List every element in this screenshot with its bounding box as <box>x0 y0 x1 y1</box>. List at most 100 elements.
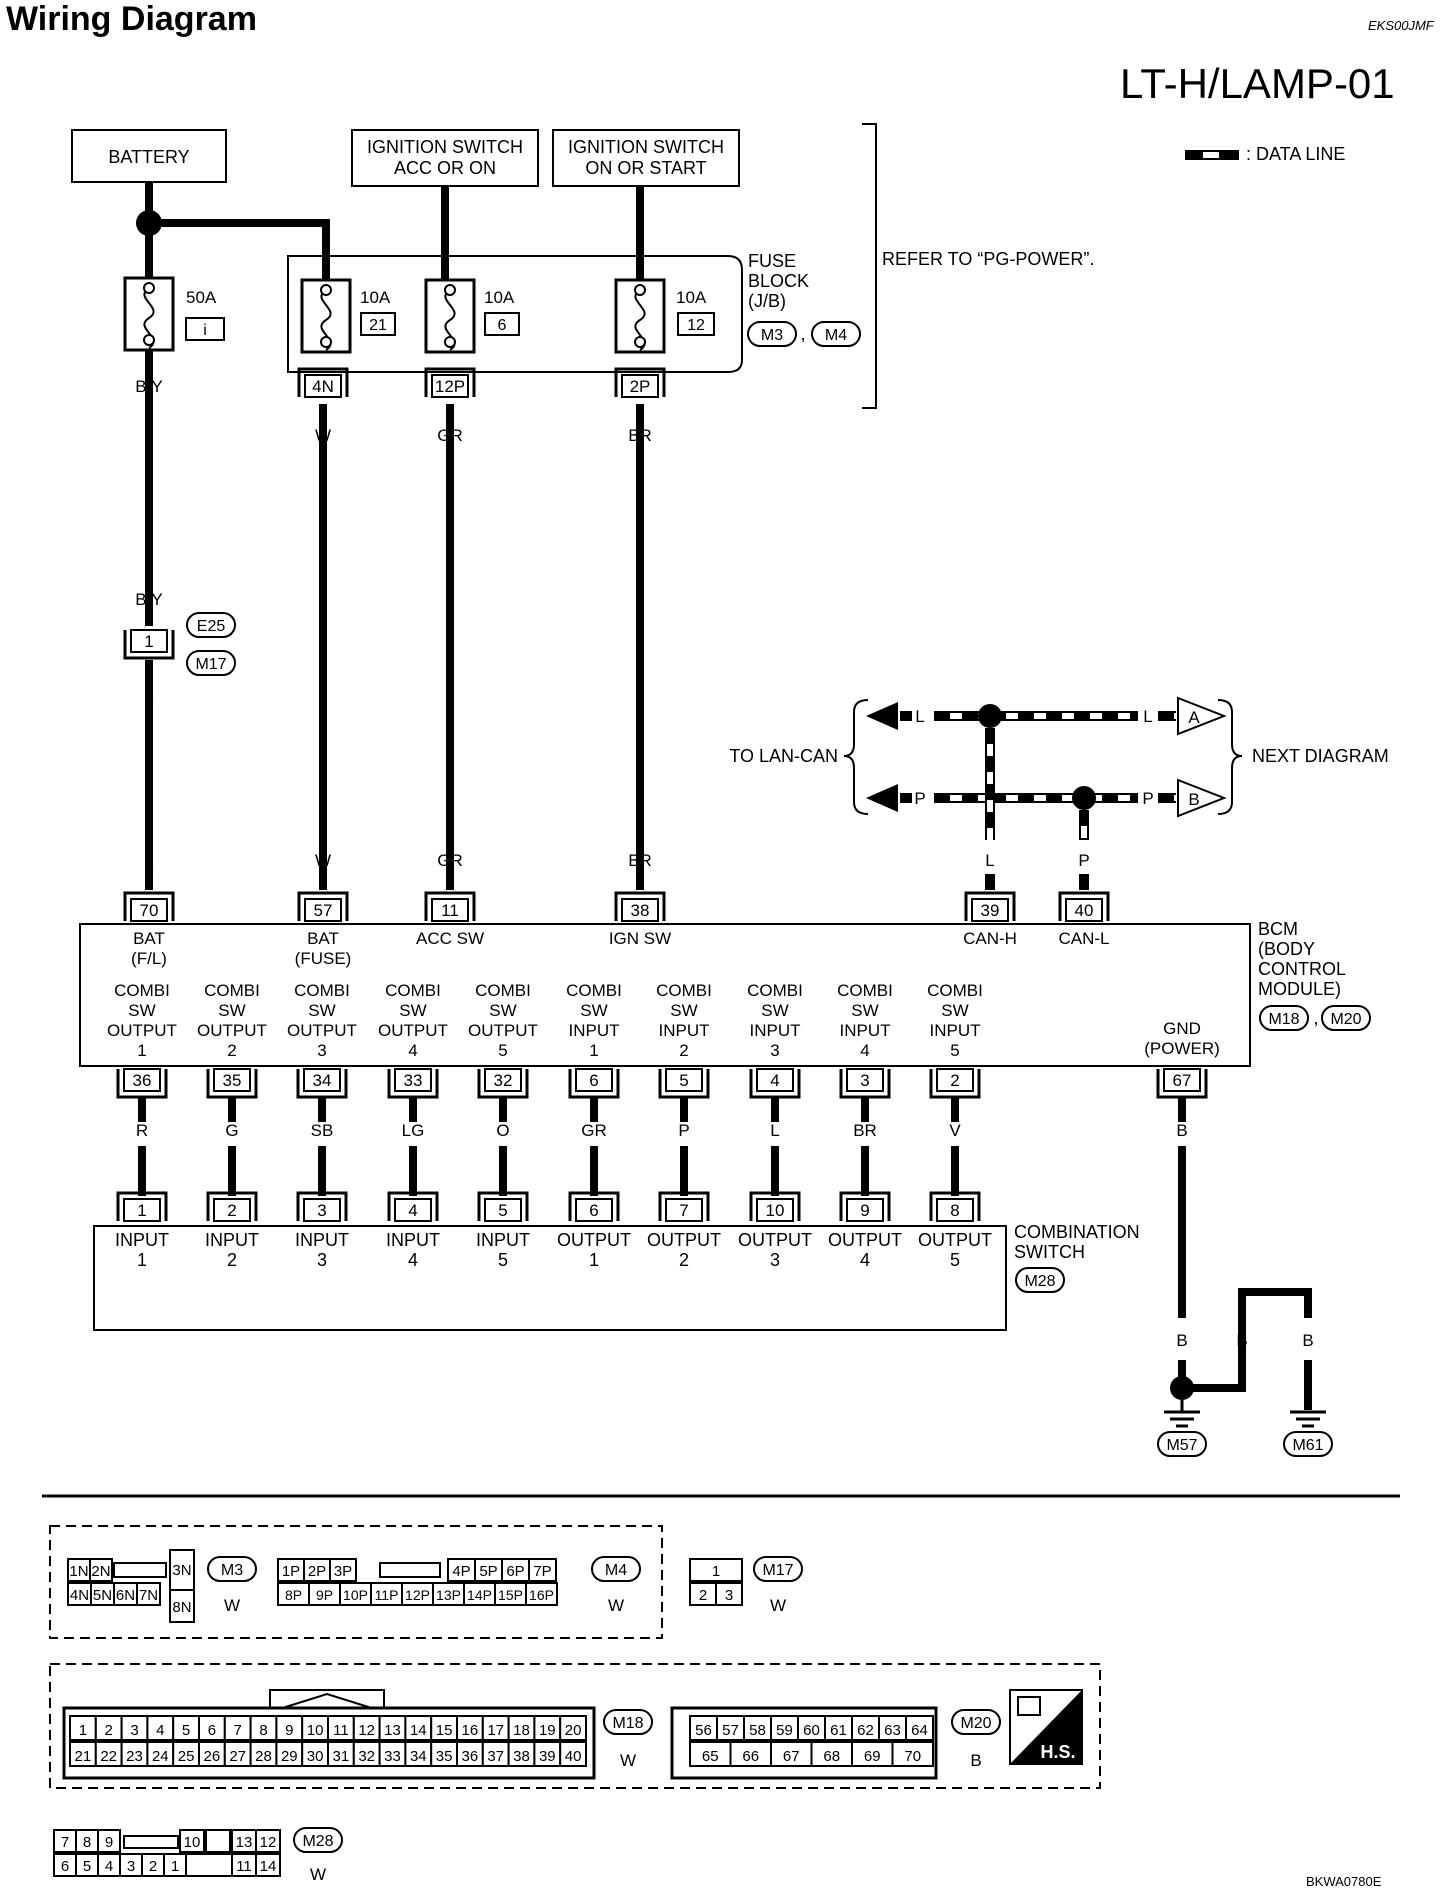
bcm-name-4: MODULE) <box>1258 979 1341 999</box>
fuse-pin-2p-box <box>621 374 659 398</box>
wire-color-w-top: W <box>315 426 331 445</box>
bcm-pin-label-acc-sw-1: ACC SW <box>416 929 484 948</box>
m18-bottom-pin-10: 31 <box>333 1748 350 1765</box>
combi-wire-color-2: G <box>225 1121 238 1140</box>
combi-switch-pin-1-bracket <box>116 1191 168 1221</box>
m20-bottom-cell-5 <box>891 1741 934 1767</box>
m3-top-pin-0: 1N <box>69 1563 88 1580</box>
combi-switch-label-4-2: 4 <box>408 1250 418 1270</box>
m28-view-tag-label: M28 <box>302 1833 333 1850</box>
bcm-pin-bat-fl-box <box>130 898 168 922</box>
inline-conn-m17-tag-label: M17 <box>195 656 226 673</box>
fuse-21-terminal-bottom <box>320 336 332 348</box>
m3-side-top-pin: 3N <box>172 1562 191 1579</box>
m18-top-pin-4: 5 <box>182 1722 190 1739</box>
bcm-combi-pin-5-label: 32 <box>494 1071 513 1090</box>
combi-wire-color-5: O <box>496 1121 509 1140</box>
combi-switch-label-1-2: 1 <box>137 1250 147 1270</box>
bcm-combi-label-5-3: OUTPUT <box>468 1021 538 1040</box>
bcm-outline <box>79 923 1251 1067</box>
next-diagram-ref-b-label: B <box>1188 790 1199 809</box>
m20-top-pin-3: 59 <box>776 1722 793 1739</box>
bcm-combi-label-2-4: 2 <box>227 1041 236 1060</box>
inline-conn-m17-tag-outline <box>186 650 236 676</box>
inline-connector-e25-bracket <box>123 630 175 660</box>
combination-switch-conn-tag-label: M28 <box>1024 1273 1055 1290</box>
hs-badge-label: H.S. <box>1040 1742 1075 1762</box>
wire-color-gnd-jumper: B <box>1236 1331 1247 1350</box>
bcm-combi-pin-3-box <box>303 1068 341 1092</box>
can-h-splice <box>978 704 1002 728</box>
combi-switch-pin-3-bracket <box>296 1191 348 1221</box>
m18-top-cell-6 <box>223 1715 252 1741</box>
m18-bottom-cell-7 <box>249 1741 278 1767</box>
m18-top-cell-18 <box>533 1715 562 1741</box>
bcm-name-3: CONTROL <box>1258 959 1346 979</box>
can-l-left-arrow <box>866 784 898 812</box>
m18-view-tag-outline <box>603 1709 653 1735</box>
combi-switch-pin-3-label: 3 <box>317 1201 326 1220</box>
m18-top-pin-14: 15 <box>436 1722 453 1739</box>
m18-bottom-cell-16 <box>481 1741 510 1767</box>
fuse-pin-4n-bracket <box>297 367 349 397</box>
m18-bottom-cell-2 <box>120 1741 149 1767</box>
bcm-combi-label-5-4: 5 <box>498 1041 507 1060</box>
m28-bottom-pin-3: 3 <box>127 1858 135 1875</box>
m18-top-pin-5: 6 <box>208 1722 216 1739</box>
m28-top-left-pin-2: 9 <box>105 1834 113 1851</box>
bcm-combi-pin-7-box <box>665 1068 703 1092</box>
fuse-21-amps: 10A <box>360 288 391 307</box>
combi-switch-label-10-1: OUTPUT <box>918 1230 992 1250</box>
combi-switch-label-9-2: 4 <box>860 1250 870 1270</box>
m18-bottom-cell-19 <box>559 1741 588 1767</box>
m18-top-cell-4 <box>172 1715 200 1741</box>
m28-bottom-cell-14 <box>255 1853 281 1877</box>
m20-top-pin-0: 56 <box>695 1722 712 1739</box>
bcm-pin-label-bat-fl-2: (F/L) <box>131 949 167 968</box>
bcm-combi-label-4-2: SW <box>399 1001 426 1020</box>
m18-top-pin-9: 10 <box>307 1722 324 1739</box>
m18-bottom-pin-19: 40 <box>565 1748 582 1765</box>
combi-switch-pin-2-box <box>213 1198 251 1222</box>
m4-top-right-pin-0: 4P <box>452 1563 470 1580</box>
fuse-50a-num: i <box>203 322 207 339</box>
combi-switch-pin-7-label: 7 <box>679 1201 688 1220</box>
fuse-21-num: 21 <box>369 317 387 334</box>
m4-top-right-pin-2: 6P <box>506 1563 524 1580</box>
wire-color-bat-bcm: L <box>144 851 153 870</box>
m4-key <box>379 1562 441 1578</box>
m20-bottom-pin-5: 70 <box>904 1748 921 1765</box>
m28-bottom-pin-0: 6 <box>61 1858 69 1875</box>
m3-bottom-pin-3: 7N <box>139 1587 158 1604</box>
combi-wire-color-7: P <box>678 1121 689 1140</box>
m18-bottom-pin-18: 39 <box>539 1748 556 1765</box>
combi-switch-label-2-1: INPUT <box>205 1230 259 1250</box>
diagram-id: LT-H/LAMP-01 <box>1120 60 1395 107</box>
wire-color-can-h: L <box>985 851 994 870</box>
m18-bottom-pin-16: 37 <box>487 1748 504 1765</box>
combi-switch-pin-1-label: 1 <box>137 1201 146 1220</box>
to-lan-can-brace <box>843 699 869 815</box>
bcm-combi-pin-9-bracket <box>839 1069 891 1099</box>
combi-switch-label-8-1: OUTPUT <box>738 1230 812 1250</box>
wire-color-gnd-m61: B <box>1302 1331 1313 1350</box>
m18-top-pin-16: 17 <box>487 1722 504 1739</box>
combi-wire-color-8: L <box>770 1121 779 1140</box>
fuse-12-num-box <box>677 312 715 336</box>
gnd-splice <box>1170 1376 1194 1400</box>
fuse-50a-terminal-bottom <box>143 334 155 346</box>
next-diagram-brace <box>1217 699 1243 815</box>
pg-power-bracket <box>862 123 877 409</box>
bcm-pin-label-can-h-1: CAN-H <box>963 929 1017 948</box>
bcm-pin-bat-fuse-label: 57 <box>314 901 333 920</box>
bcm-combi-label-4-4: 4 <box>408 1041 417 1060</box>
ign-acc-label-2: ACC OR ON <box>394 158 496 178</box>
combi-switch-pin-6-label: 6 <box>589 1201 598 1220</box>
bcm-pin-ign-sw-box <box>621 898 659 922</box>
bcm-combi-pin-10-box <box>936 1068 974 1092</box>
bcm-gnd-label-2: (POWER) <box>1144 1039 1220 1058</box>
bcm-combi-pin-6-label: 6 <box>589 1071 598 1090</box>
m4-bottom-pin-8: 16P <box>529 1587 554 1603</box>
bcm-combi-pin-1-bracket <box>116 1069 168 1099</box>
bcm-pin-label-bat-fuse-1: BAT <box>307 929 339 948</box>
